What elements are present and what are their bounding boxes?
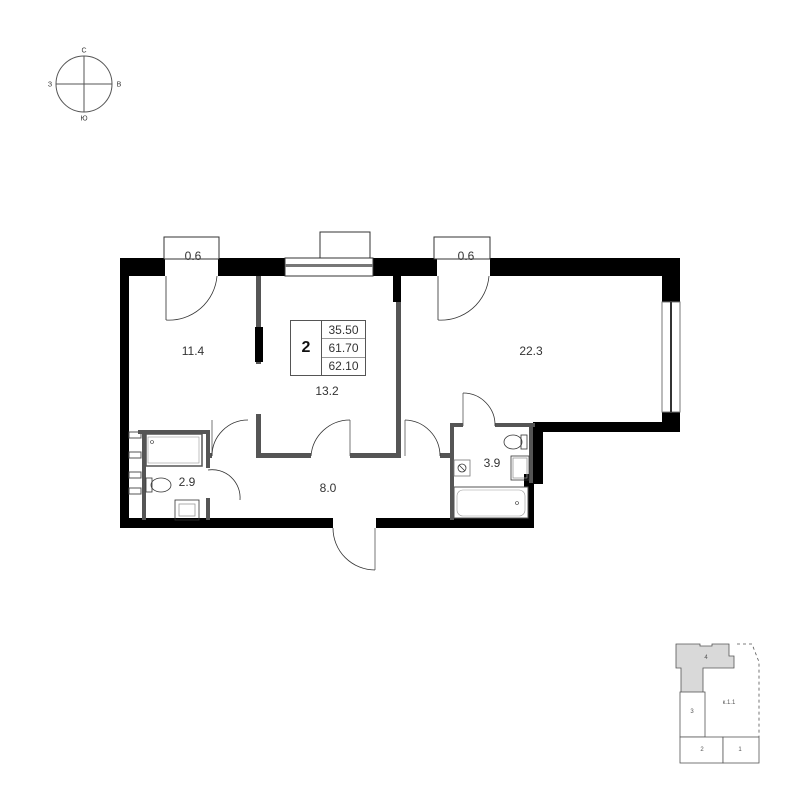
key-plan-section-1: 1	[738, 747, 742, 753]
toilet-left	[145, 477, 172, 493]
room-area-balcony-left: 0.6	[184, 249, 202, 263]
interior-walls	[138, 276, 535, 520]
room-area-hallway: 8.0	[319, 481, 337, 495]
bathtub-left	[145, 433, 203, 467]
key-plan-building-label: к.1.1	[722, 700, 736, 706]
room-area-bedroom: 11.4	[181, 344, 205, 358]
total-area-with-balconies: 62.10	[328, 359, 359, 374]
key-plan	[675, 643, 760, 764]
living-area: 35.50	[322, 321, 365, 340]
room-area-bathroom-left: 2.9	[178, 475, 196, 489]
key-plan-section-4: 4	[704, 655, 708, 661]
sink-left	[174, 499, 200, 521]
compass-south-label: Ю	[80, 115, 88, 123]
toilet-right	[503, 434, 528, 450]
total-area: 61.70	[322, 339, 365, 358]
room-area-living-room: 22.3	[519, 344, 543, 358]
room-area-room-middle: 13.2	[315, 384, 339, 398]
rooms-count: 2	[291, 321, 322, 375]
radiators-left	[128, 431, 142, 495]
room-area-balcony-right: 0.6	[457, 249, 475, 263]
window-right	[661, 301, 681, 413]
compass-west-label: З	[47, 81, 53, 89]
balcony-left	[163, 236, 220, 321]
key-plan-section-2: 2	[700, 747, 704, 753]
key-plan-section-3: 3	[690, 709, 694, 715]
exterior-walls	[120, 258, 680, 528]
compass-icon	[55, 55, 113, 113]
sink-right	[510, 455, 530, 481]
compass-north-label: С	[81, 47, 87, 55]
washing-machine-icon	[453, 459, 471, 477]
window-top	[284, 231, 374, 277]
doors	[207, 392, 496, 571]
apartment-info-box: 2 35.50 61.70 62.10	[290, 320, 366, 376]
room-area-bathroom-right: 3.9	[483, 456, 501, 470]
balcony-right	[433, 236, 491, 321]
bathtub-right	[453, 486, 529, 519]
compass-east-label: В	[116, 81, 122, 89]
